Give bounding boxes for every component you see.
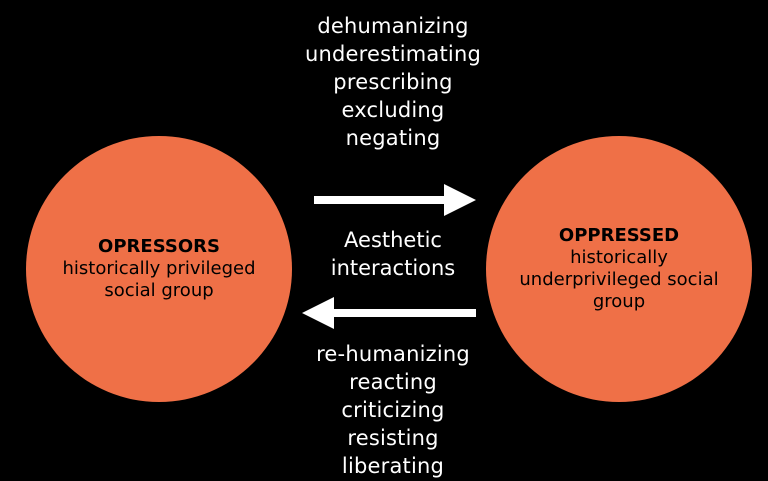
oppressors-circle: OPRESSORS historically privileged social…: [26, 136, 292, 402]
top-action-item: dehumanizing: [317, 14, 469, 38]
bottom-action-item: criticizing: [341, 398, 445, 422]
top-action-item: underestimating: [304, 42, 481, 66]
center-label: Aesthetic interactions: [330, 228, 456, 280]
top-action-item: prescribing: [333, 70, 453, 94]
oppressors-title: OPRESSORS: [98, 236, 220, 257]
top-actions-list: dehumanizing underestimating prescribing…: [250, 12, 536, 152]
bottom-action-item: reacting: [349, 370, 437, 394]
oppressed-circle: OPPRESSED historically underprivileged s…: [486, 136, 752, 402]
top-action-item: excluding: [341, 98, 445, 122]
bottom-action-item: liberating: [341, 454, 445, 478]
bottom-action-item: resisting: [347, 426, 439, 450]
right-arrow-icon: [314, 184, 476, 216]
oppressed-title: OPPRESSED: [558, 225, 680, 246]
left-arrow-icon: [302, 297, 476, 329]
oppressed-subtitle: historically underprivileged social grou…: [519, 247, 719, 312]
oppressors-subtitle: historically privileged social group: [62, 258, 256, 301]
bottom-actions-list: re-humanizing reacting criticizing resis…: [250, 340, 536, 480]
top-action-item: negating: [345, 126, 441, 150]
bottom-action-item: re-humanizing: [316, 342, 470, 366]
